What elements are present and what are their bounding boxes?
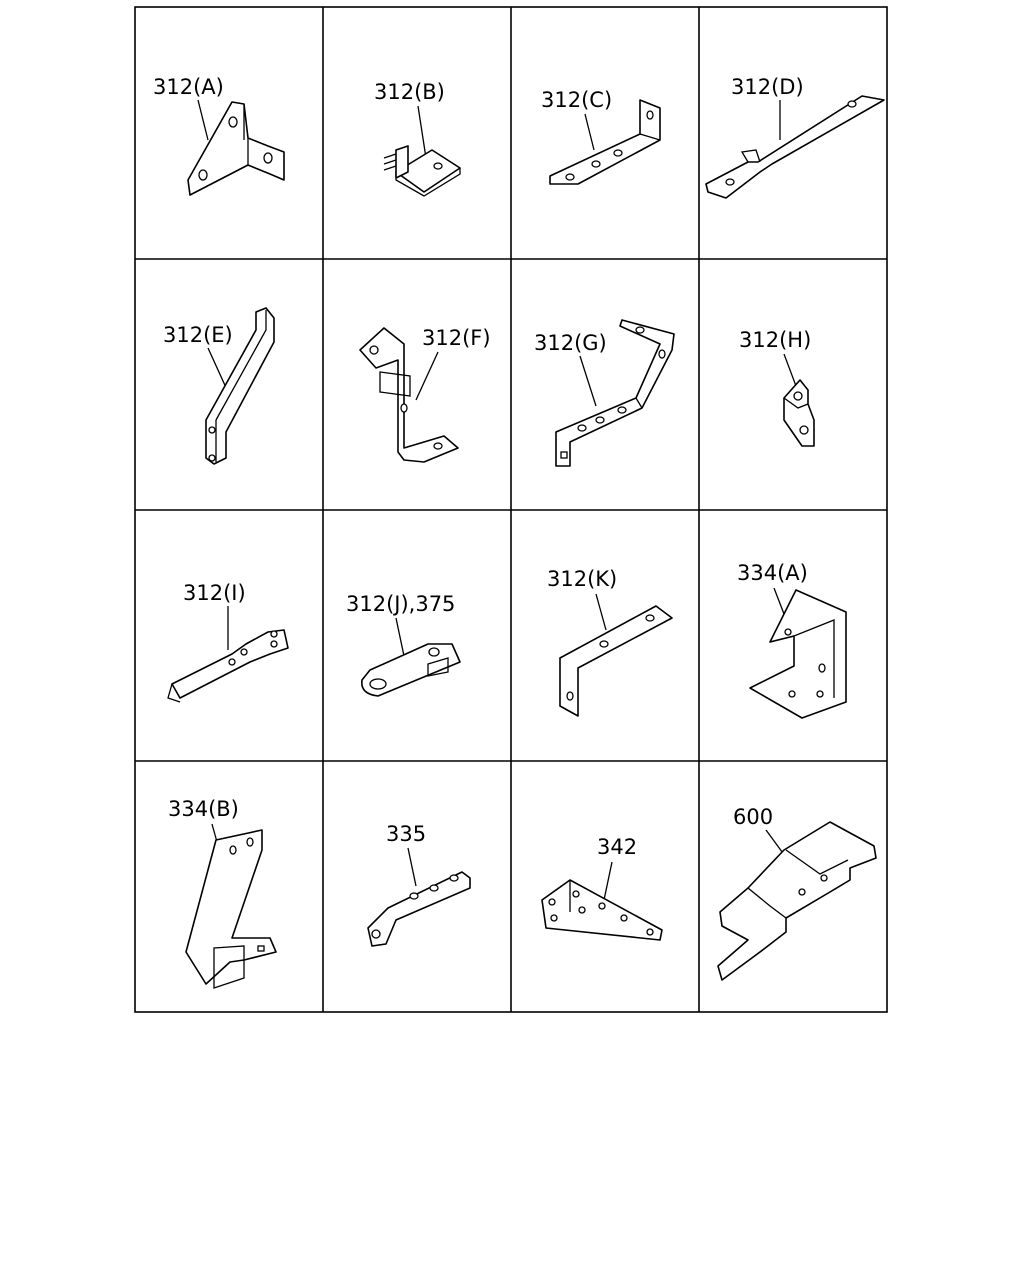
part-335: 335 [367,822,471,947]
parts-grid [134,6,888,1013]
part-label-312i: 312(I) [183,581,246,605]
part-label-312h: 312(H) [739,328,811,352]
part-334b: 334(B) [168,797,277,989]
part-label-312g: 312(G) [534,331,607,355]
part-label-312f: 312(F) [422,326,491,350]
part-label-312b: 312(B) [374,80,445,104]
part-312f: 312(F) [359,326,491,463]
part-342: 342 [541,835,663,941]
part-label-342: 342 [597,835,637,859]
part-334a: 334(A) [737,561,847,719]
part-label-600: 600 [733,805,773,829]
part-label-312j-375: 312(J),375 [346,592,455,616]
part-label-312d: 312(D) [731,75,804,99]
part-312a: 312(A) [153,75,285,196]
part-label-312c: 312(C) [541,88,612,112]
part-312h: 312(H) [739,328,815,447]
part-312k: 312(K) [547,567,673,717]
part-312j-375: 312(J),375 [346,592,461,697]
part-312g: 312(G) [534,319,675,467]
part-600: 600 [717,805,877,981]
part-label-334b: 334(B) [168,797,239,821]
part-label-335: 335 [386,822,426,846]
part-label-312k: 312(K) [547,567,617,591]
part-label-312e: 312(E) [163,323,233,347]
part-312d: 312(D) [705,75,885,199]
part-label-312a: 312(A) [153,75,224,99]
part-312e: 312(E) [163,307,275,465]
part-312i: 312(I) [167,581,289,703]
part-label-334a: 334(A) [737,561,808,585]
part-312c: 312(C) [541,88,661,185]
part-312b: 312(B) [374,80,461,197]
